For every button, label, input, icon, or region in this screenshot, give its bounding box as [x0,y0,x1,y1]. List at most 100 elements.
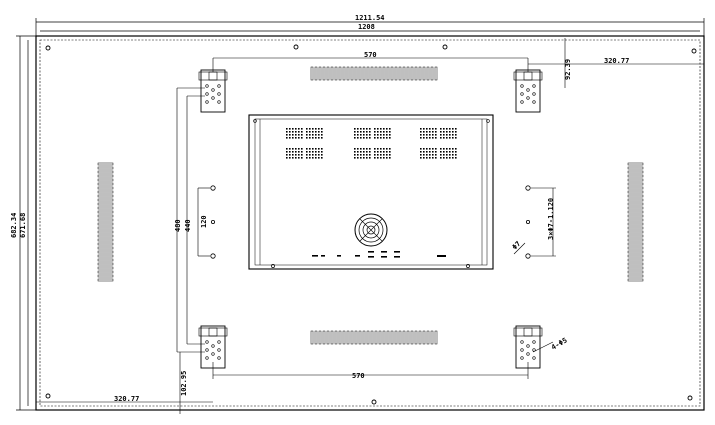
vent-hole [423,148,425,150]
vent-slat [394,330,398,345]
vent-hole [360,128,362,130]
bottom-vertical-offset-label: 102.95 [180,371,188,396]
vent-hole [440,128,442,130]
vent-hole [309,134,311,136]
vent-hole [380,157,382,159]
panel-inner-outline [39,39,701,407]
vent-hole [443,131,445,133]
vent-slat [627,254,644,258]
vent-hole [452,154,454,156]
vent-slat [410,66,414,81]
vent-slat [326,66,330,81]
vent-slat [627,262,644,266]
vent-hole [298,148,300,150]
vent-hole [286,154,288,156]
vent-hole [298,134,300,136]
vent-slat [97,194,114,198]
vent-slat [97,170,114,174]
vent-hole [420,154,422,156]
vent-slat [97,198,114,202]
vent-hole [374,137,376,139]
vent-slat [310,66,314,81]
vent-hole [386,134,388,136]
vent-right [627,162,644,282]
vent-hole [432,154,434,156]
vent-hole [426,157,428,159]
vent-hole [440,148,442,150]
vent-hole [306,148,308,150]
vent-hole [315,157,317,159]
top-span-label: 570 [364,51,377,59]
vent-slat [402,66,406,81]
vent-hole [420,137,422,139]
vent-hole [374,148,376,150]
vent-hole [312,154,314,156]
vent-hole [295,134,297,136]
vent-hole [318,137,320,139]
vent-hole [309,128,311,130]
vent-hole [321,131,323,133]
vent-slat [627,270,644,274]
vent-hole [295,128,297,130]
vent-hole [383,154,385,156]
vent-slat [97,266,114,270]
vent-slat [362,330,366,345]
vent-hole [449,151,451,153]
vent-hole [301,154,303,156]
vent-hole [455,151,457,153]
vent-hole [429,134,431,136]
vent-hole [446,131,448,133]
vent-hole [449,134,451,136]
vent-hole [455,131,457,133]
vent-hole [309,137,311,139]
vent-slat [430,330,434,345]
vent-hole [363,154,365,156]
vent-hole [374,131,376,133]
vent-slat [322,66,326,81]
vent-hole [420,128,422,130]
vent-slat [97,222,114,226]
vent-hole [312,128,314,130]
vent-slat [426,330,430,345]
vent-slat [418,66,422,81]
fan-icon [354,213,388,247]
vent-hole [443,148,445,150]
vent-hole [289,157,291,159]
vent-slat [97,278,114,282]
vent-hole [363,151,365,153]
vent-hole [377,134,379,136]
vent-slat [398,330,402,345]
vent-slat [382,330,386,345]
vent-hole [386,151,388,153]
vent-hole [301,128,303,130]
vent-slat [366,66,370,81]
vent-hole [455,128,457,130]
vent-hole [286,134,288,136]
vent-slat [398,66,402,81]
vent-slat [346,66,350,81]
vent-hole [383,137,385,139]
vent-hole [366,154,368,156]
vent-slat [370,330,374,345]
vent-slat [97,250,114,254]
vent-hole [389,134,391,136]
vent-hole [380,137,382,139]
vent-hole [426,134,428,136]
vent-hole [440,151,442,153]
vent-hole [315,154,317,156]
vent-hole [318,148,320,150]
vent-hole [386,128,388,130]
vent-hole [289,131,291,133]
vent-hole [357,131,359,133]
vent-slat [430,66,434,81]
vent-hole [321,134,323,136]
dim-right-offset [528,38,704,88]
vent-hole [389,128,391,130]
vent-hole [429,148,431,150]
vent-slat [334,330,338,345]
vent-hole [295,157,297,159]
vent-hole [443,154,445,156]
vent-hole [321,151,323,153]
vent-slat [627,202,644,206]
